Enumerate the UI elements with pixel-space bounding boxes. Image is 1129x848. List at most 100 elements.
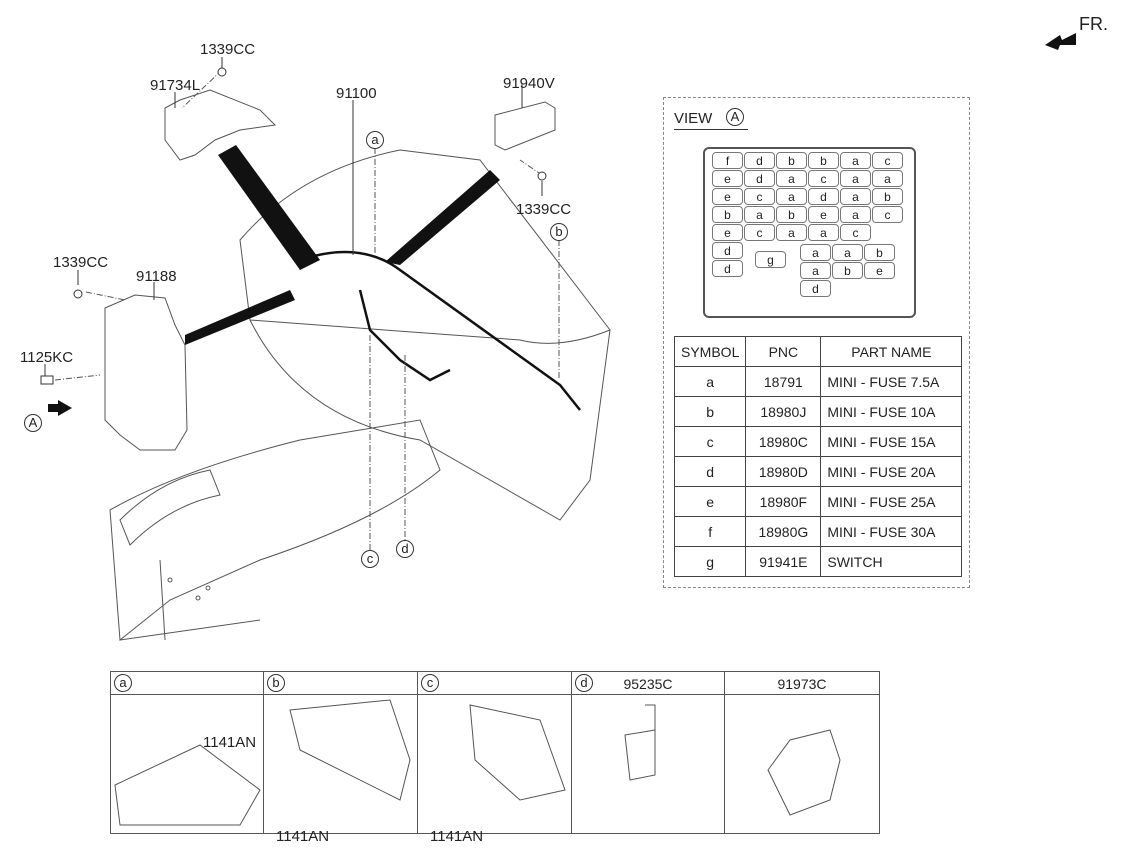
detail-part-number: 95235C [623,676,673,692]
fuse-slot: d [800,280,831,297]
detail-panel-header: 91973C [724,671,880,695]
cell-pnc: 18791 [745,366,822,397]
detail-marker: b [267,674,285,692]
fuse-slot: a [800,262,831,279]
cell-symbol: c [673,426,747,457]
detail-panel-body [571,694,725,834]
callout-91940V: 91940V [503,75,555,92]
detail-panel-header: b [263,671,418,695]
fuse-slot: c [872,206,903,223]
fuse-slot: a [832,244,863,261]
fuse-slot: d [808,188,839,205]
cell-symbol: b [673,396,747,427]
detail-panel-header: a [110,671,264,695]
fuse-slot: d [744,152,775,169]
detail-marker: a [114,674,132,692]
cell-symbol: g [673,546,747,577]
center-console [109,419,441,641]
fuse-slot: a [840,206,871,223]
fuse-slot: a [840,152,871,169]
callout-1339CC-top: 1339CC [200,41,256,58]
nut-1339CC-top-icon [217,67,227,77]
fuse-slot: f [712,152,743,169]
fuse-slot: d [712,242,743,259]
callout-1339CC-right: 1339CC [516,201,572,218]
header-symbol: SYMBOL [673,336,747,367]
fuse-slot: d [744,170,775,187]
fuse-slot: a [808,224,839,241]
cell-part-name: MINI - FUSE 7.5A [820,366,963,397]
detail-panel-header: d 95235C [571,671,725,695]
cell-pnc: 18980G [745,516,822,547]
leader-wedge-91734L [218,145,320,270]
fuse-slot: a [840,188,871,205]
cell-pnc: 18980J [745,396,822,427]
cell-symbol: e [673,486,747,517]
cell-pnc: 18980F [745,486,822,517]
cell-part-name: MINI - FUSE 15A [820,426,963,457]
callout-1339CC-left: 1339CC [53,254,109,271]
fuse-slot: b [872,188,903,205]
cell-part-name: MINI - FUSE 25A [820,486,963,517]
detail-panel-body: 1141AN [263,694,418,844]
main-harness [299,250,581,411]
cell-pnc: 18980D [745,456,822,487]
marker-b: b [550,223,568,241]
fuse-slot: b [832,262,863,279]
fuse-slot: b [808,152,839,169]
switch-slot: g [755,251,786,268]
fuse-slot: a [840,170,871,187]
marker-d: d [396,540,414,558]
detail-panel-body: 1141AN [417,694,572,844]
fuse-slot: b [864,244,895,261]
fuse-slot: a [744,206,775,223]
marker-view-A: A [24,414,42,432]
callout-91734L: 91734L [150,77,201,94]
fuse-slot: c [744,188,775,205]
parts-table-header: SYMBOL PNC PART NAME [673,336,963,367]
module-91940V [494,101,556,151]
detail-marker: c [421,674,439,692]
dashboard-outline [239,149,611,344]
cell-pnc: 18980C [745,426,822,457]
fuse-slot: c [744,224,775,241]
detail-panel-header: c [417,671,572,695]
front-arrow-icon [1045,33,1076,50]
cell-symbol: f [673,516,747,547]
dashboard-lower [249,319,611,521]
fuse-slot: d [712,260,743,277]
callout-91188: 91188 [136,268,177,285]
leader-wedge-91188 [185,290,295,345]
cell-part-name: MINI - FUSE 30A [820,516,963,547]
fuse-slot: a [872,170,903,187]
detail-panels: a b c d 95235C 91973C 1141AN 1141AN 1141AN [110,671,880,844]
cell-part-name: MINI - FUSE 10A [820,396,963,427]
fuse-slot: e [808,206,839,223]
fuse-slot: a [776,224,807,241]
cell-pnc: 91941E [745,546,822,577]
nut-1339CC-right-icon [537,171,547,181]
detail-part-number: 91973C [777,676,827,692]
detail-panel-body: 1141AN [110,694,264,834]
fuse-slot: b [712,206,743,223]
detail-panel-body [724,694,880,834]
fuse-slot: c [872,152,903,169]
fuse-slot: e [712,224,743,241]
detail-bolt-label: 1141AN [276,828,330,845]
fuse-slot: c [840,224,871,241]
fuse-slot: b [776,206,807,223]
marker-a: a [366,131,384,149]
front-label: FR. [1079,14,1108,34]
view-a-title: VIEW A [674,108,748,130]
console-armrest [119,469,221,546]
detail-marker: d [575,674,593,692]
